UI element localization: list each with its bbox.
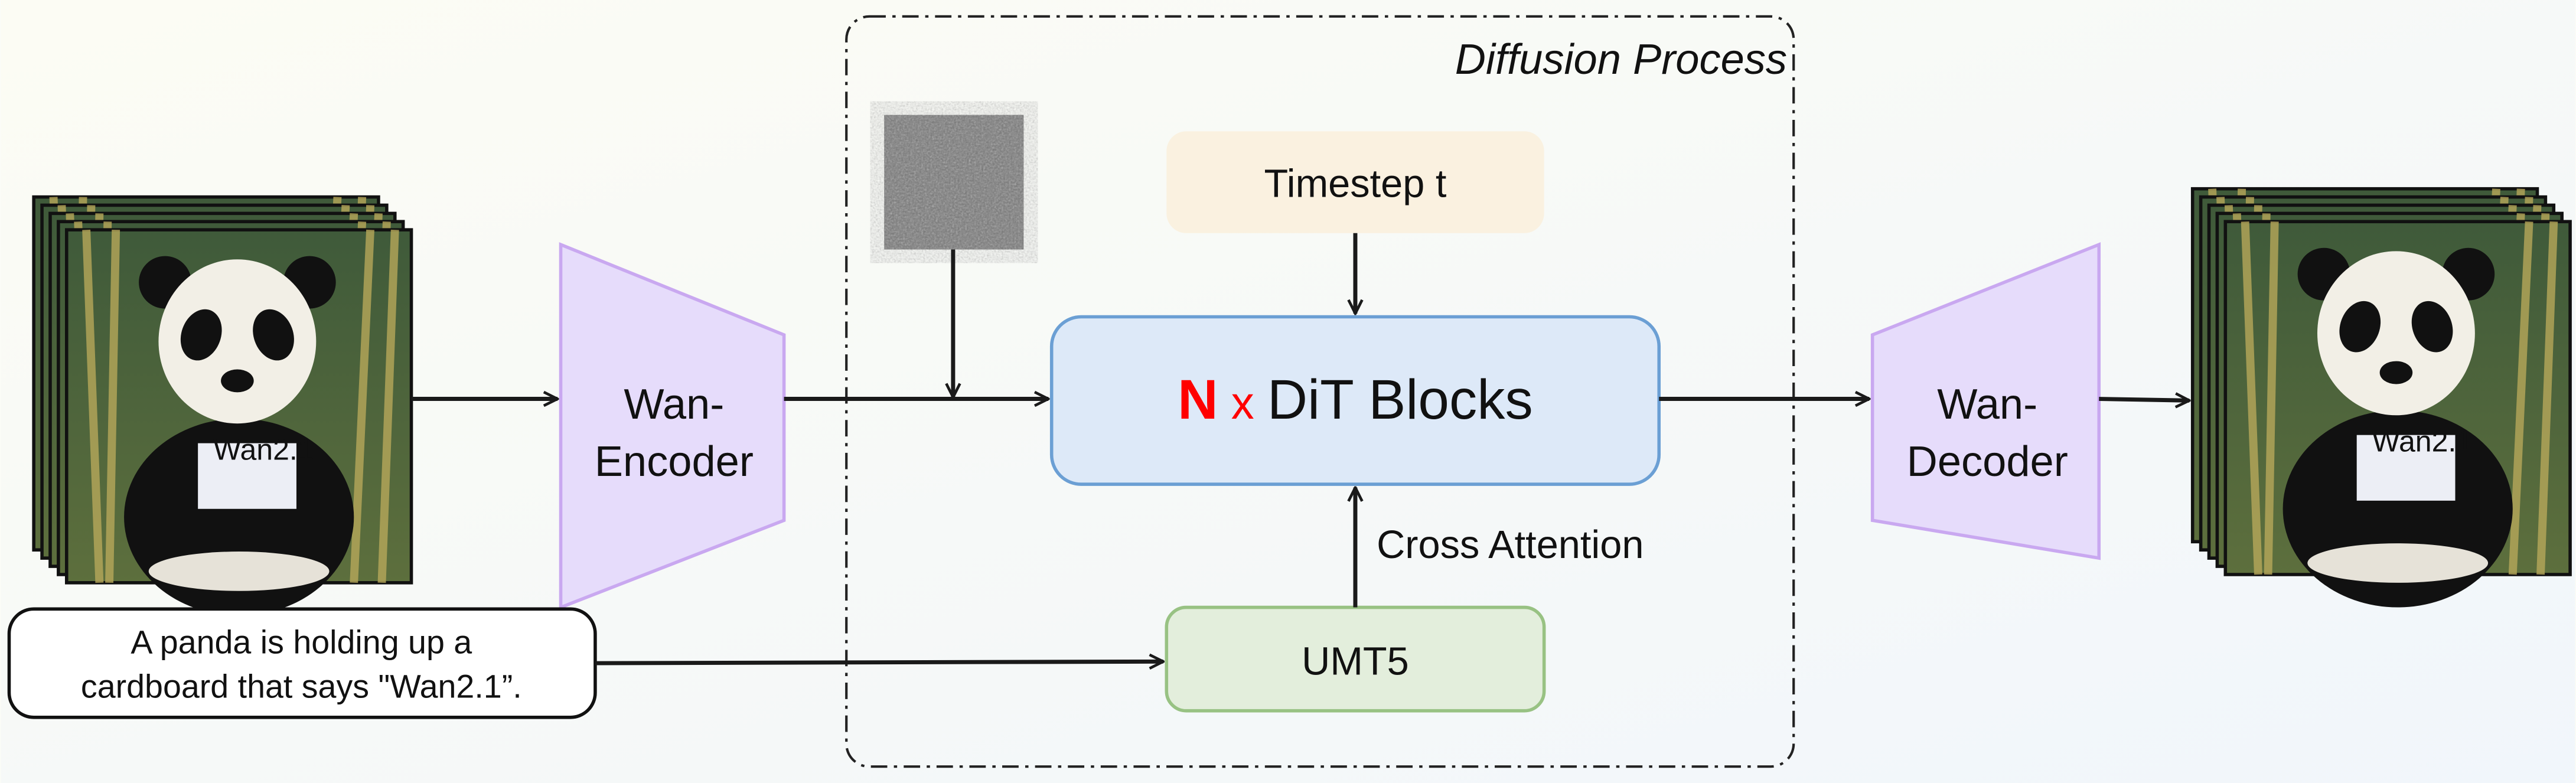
encoder-label-line1: Wan- <box>624 381 724 428</box>
cross-attention-label: Cross Attention <box>1377 523 1644 567</box>
arrows <box>411 233 2190 663</box>
timestep-label: Timestep t <box>1264 162 1447 206</box>
wan-decoder <box>1870 242 2101 560</box>
prompt-line1: A panda is holding up a <box>131 624 472 660</box>
wan-encoder <box>559 242 786 610</box>
dit-x: x <box>1231 378 1254 429</box>
timestep-box <box>1166 131 1544 233</box>
encoder-label-line2: Encoder <box>595 438 754 485</box>
input-sign-text: Wan2.1 <box>213 433 314 466</box>
diffusion-process-box <box>845 15 1795 768</box>
arrow-prompt-to-umt5 <box>595 661 1163 663</box>
arrow-decoder-to-output <box>2099 399 2189 401</box>
dit-text: DiT Blocks <box>1267 368 1533 431</box>
dit-n: N <box>1178 368 1218 431</box>
prompt-line2: cardboard that says "Wan2.1”. <box>81 668 522 704</box>
umt5-label: UMT5 <box>1302 640 1409 684</box>
noise-texture <box>884 115 1024 250</box>
output-video-frames-icon: Wan2.1 <box>2193 189 2570 608</box>
dit-blocks-box <box>1049 315 1661 486</box>
decoder-label-line1: Wan- <box>1937 381 2037 428</box>
input-video-frames-icon: Wan2.1 <box>34 197 411 616</box>
output-sign-text: Wan2.1 <box>2372 425 2473 458</box>
decoder-label-line2: Decoder <box>1907 438 2068 485</box>
diffusion-process-label: Diffusion Process <box>1455 36 1787 83</box>
